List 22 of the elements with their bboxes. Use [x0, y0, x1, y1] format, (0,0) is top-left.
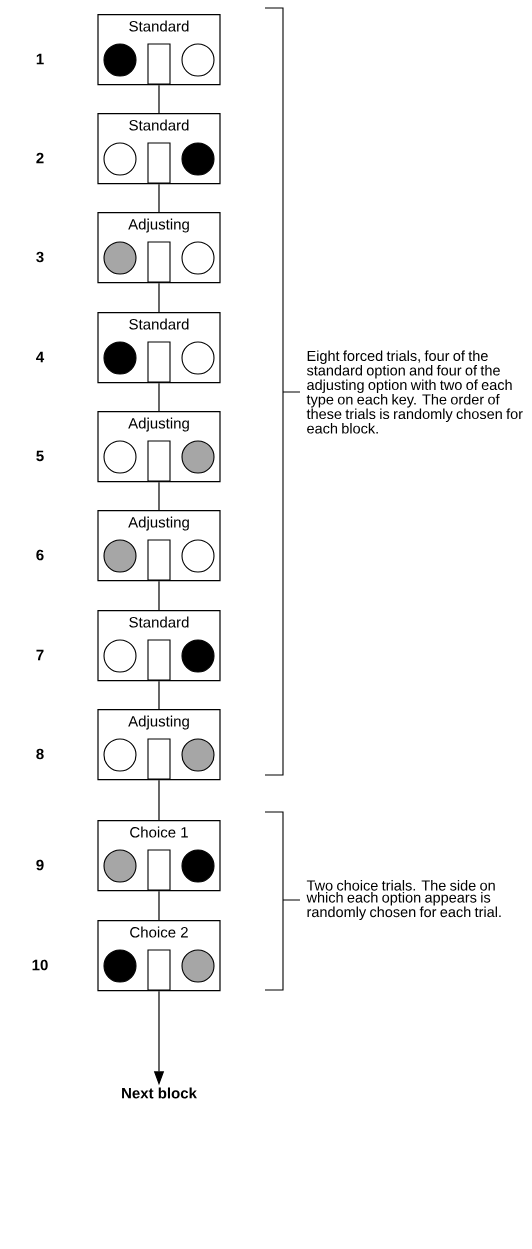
- connector-line: [158, 382, 160, 412]
- trial-number: 7: [36, 649, 44, 661]
- connector-line: [158, 84, 160, 114]
- trial-number: 6: [36, 549, 44, 561]
- next-block-label: Next block: [122, 1087, 197, 1099]
- connector-line: [158, 580, 160, 611]
- trial-number: 8: [36, 748, 44, 760]
- note-text: Eight forced trials, four of the standard option and four of the adjusting option with two of each type on each key. The order of these trials is randomly chosen for each block.: [306, 350, 523, 434]
- connector-line: [158, 779, 160, 821]
- trial-number: 5: [36, 450, 44, 462]
- trial-number: 4: [36, 351, 45, 363]
- connector-line: [158, 282, 160, 313]
- connector-line: [158, 890, 160, 921]
- trial-number: 1: [36, 53, 44, 65]
- trial-number: 9: [36, 859, 44, 871]
- trial-number: 2: [36, 152, 44, 164]
- trial-number: 10: [32, 959, 48, 971]
- connector-line: [158, 680, 160, 710]
- note-text: Two choice trials. The side on which each option appears is randomly chosen for each trial.: [306, 880, 501, 920]
- connector-line: [158, 481, 160, 511]
- connector-line: [158, 183, 160, 213]
- trial-number: 3: [36, 251, 44, 263]
